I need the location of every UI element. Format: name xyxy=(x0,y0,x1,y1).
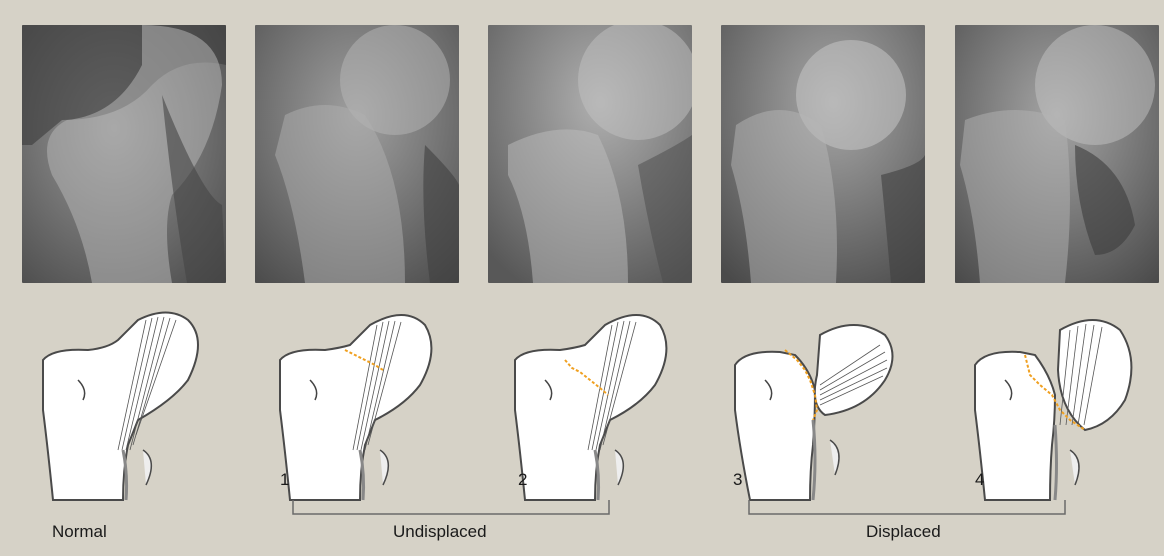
garden-number-4: 4 xyxy=(975,470,984,490)
femur-drawing-garden-1 xyxy=(265,300,475,505)
xray-garden-2 xyxy=(488,25,692,283)
label-normal: Normal xyxy=(52,522,107,542)
bracket-displaced xyxy=(748,500,1066,516)
label-undisplaced: Undisplaced xyxy=(393,522,487,542)
garden-number-2: 2 xyxy=(518,470,527,490)
femur-drawing-normal xyxy=(28,300,238,505)
xray-garden-4 xyxy=(955,25,1159,283)
label-displaced: Displaced xyxy=(866,522,941,542)
xray-garden-3 xyxy=(721,25,925,283)
xray-normal xyxy=(22,25,226,283)
femur-drawing-garden-3 xyxy=(725,300,935,505)
garden-number-1: 1 xyxy=(280,470,289,490)
bracket-undisplaced xyxy=(292,500,610,516)
femur-drawing-garden-4 xyxy=(960,300,1164,505)
femur-drawing-garden-2 xyxy=(500,300,710,505)
garden-number-3: 3 xyxy=(733,470,742,490)
xray-garden-1 xyxy=(255,25,459,283)
